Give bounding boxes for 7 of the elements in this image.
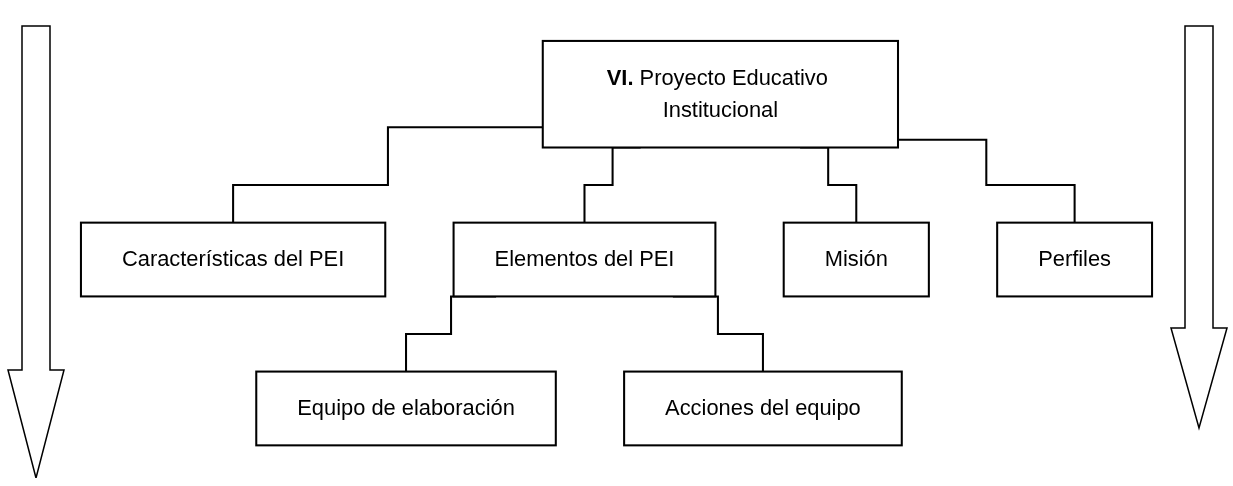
node-box: Acciones del equipo (623, 370, 903, 447)
node-box: Equipo de elaboración (255, 370, 557, 447)
node-box: Perfiles (996, 221, 1154, 298)
node-box: Elementos del PEI (452, 221, 717, 298)
node-box: Características del PEI (79, 221, 387, 298)
node-box: VI. Proyecto Educativo Institucional (541, 39, 900, 149)
node-box: Misión (782, 221, 930, 298)
